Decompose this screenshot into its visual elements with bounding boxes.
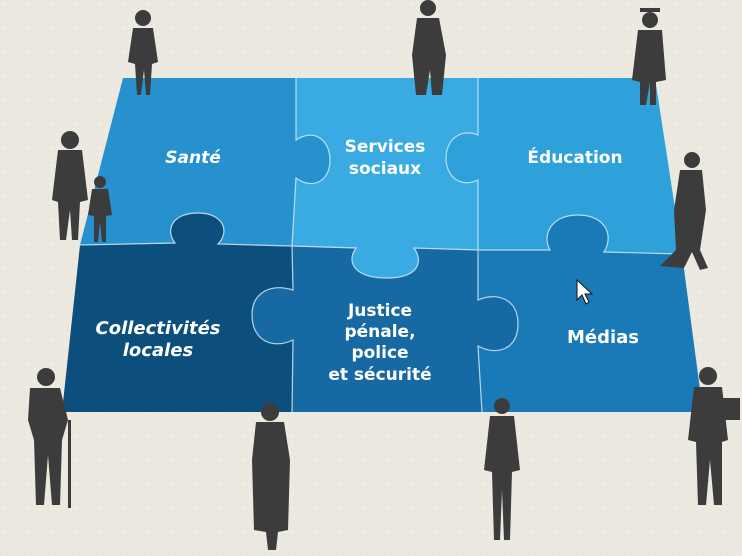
piece-sante xyxy=(80,78,330,246)
piece-justice xyxy=(252,246,518,412)
label-collectivites-line1: Collectivités xyxy=(96,318,221,339)
piece-medias xyxy=(478,215,703,412)
piece-education xyxy=(446,78,682,254)
label-education: Éducation xyxy=(527,146,622,168)
puzzle-board xyxy=(62,78,703,413)
people-silhouettes xyxy=(28,0,740,550)
label-justice-line2: pénale, xyxy=(344,322,415,342)
label-justice-line3: police xyxy=(351,343,408,363)
label-justice-line4: et sécurité xyxy=(328,365,431,385)
person-silhouette xyxy=(52,131,112,242)
person-silhouette xyxy=(28,368,71,508)
person-silhouette xyxy=(412,0,446,95)
piece-collectivites xyxy=(62,213,293,412)
label-medias: Médias xyxy=(567,327,639,348)
label-services-line2: sociaux xyxy=(349,159,421,179)
piece-labels: Santé Services sociaux Éducation Collect… xyxy=(96,137,640,385)
person-silhouette xyxy=(660,152,708,270)
person-silhouette xyxy=(688,367,740,505)
label-services-line1: Services xyxy=(345,137,426,157)
piece-seams xyxy=(79,78,683,413)
piece-services xyxy=(292,78,478,278)
person-silhouette xyxy=(484,398,520,540)
label-collectivites-line2: locales xyxy=(123,340,194,361)
person-silhouette xyxy=(632,8,666,105)
label-justice-line1: Justice xyxy=(347,301,412,321)
label-sante: Santé xyxy=(165,148,221,168)
person-silhouette xyxy=(252,403,290,550)
cursor-icon xyxy=(576,278,594,305)
person-silhouette xyxy=(128,10,158,95)
